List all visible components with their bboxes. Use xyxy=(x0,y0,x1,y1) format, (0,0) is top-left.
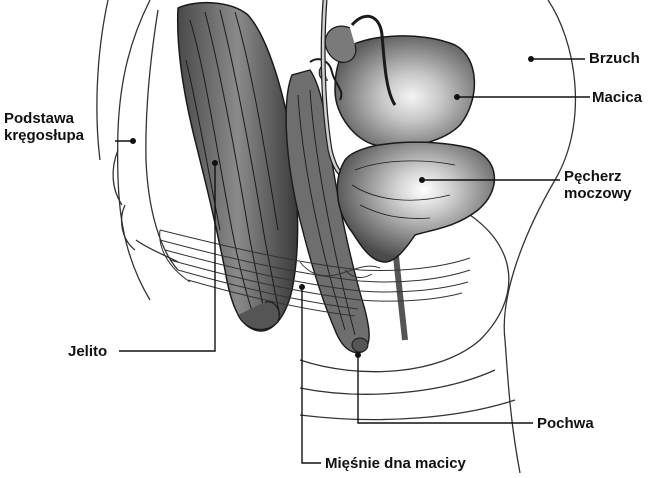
label-brzuch: Brzuch xyxy=(589,50,640,67)
label-jelito: Jelito xyxy=(68,343,107,360)
label-podstawa-kregoslupa: Podstawa kręgosłupa xyxy=(4,110,84,144)
label-pecherz-moczowy: Pęcherz moczowy xyxy=(564,168,632,202)
bladder xyxy=(337,142,494,262)
spine-outline xyxy=(97,0,178,300)
label-macica: Macica xyxy=(592,89,642,106)
label-miesnie-dna-macicy: Mięśnie dna macicy xyxy=(325,455,466,472)
label-pochwa: Pochwa xyxy=(537,415,594,432)
urethra xyxy=(395,245,405,340)
